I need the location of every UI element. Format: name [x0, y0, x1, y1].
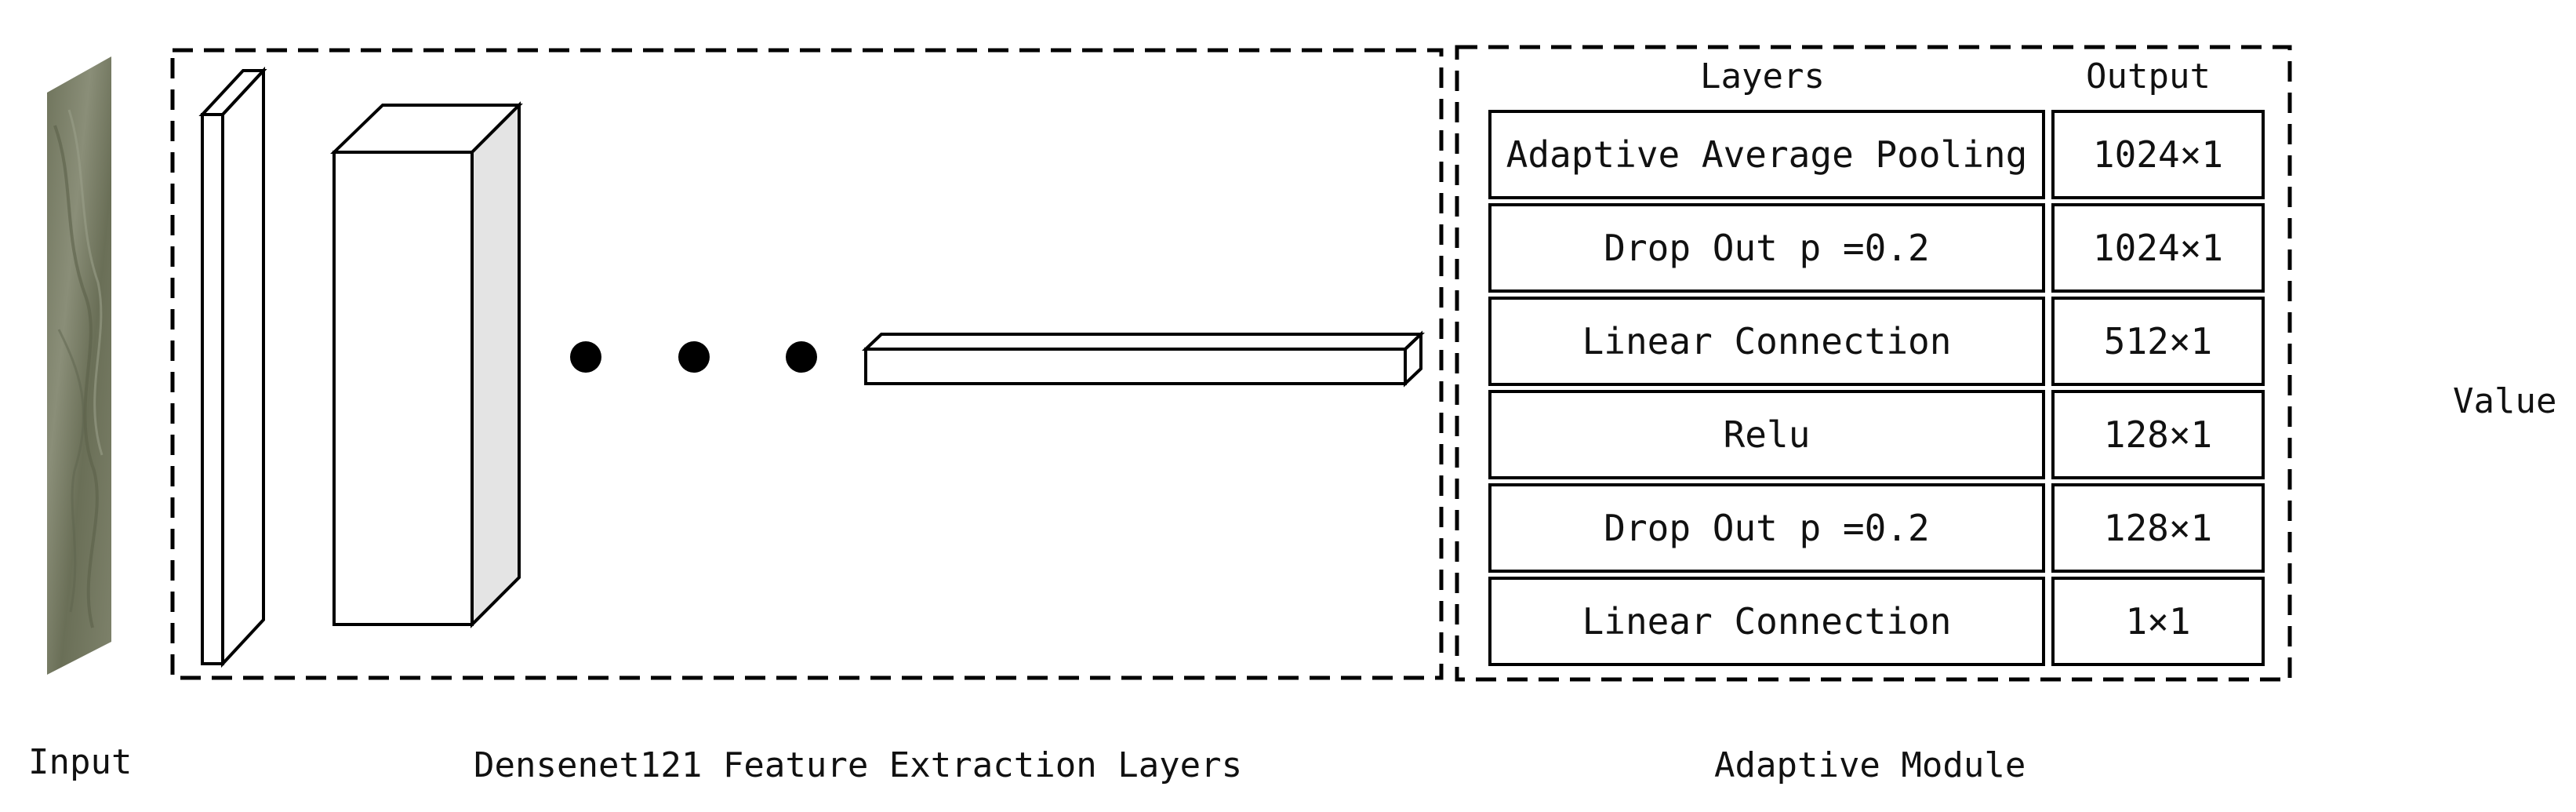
layer-cell: Relu: [1488, 390, 2045, 479]
adaptive-module-label: Adaptive Module: [1714, 745, 2026, 785]
feature-map-thin-slab: [198, 66, 267, 668]
feature-map-block: [330, 101, 523, 628]
layer-cell: Drop Out p =0.2: [1488, 203, 2045, 293]
feature-vector-bar: [861, 330, 1426, 388]
layer-cell: Linear Connection: [1488, 577, 2045, 666]
layer-cell: Adaptive Average Pooling: [1488, 110, 2045, 199]
output-value-label: Value: [2453, 381, 2557, 421]
layer-cell: Drop Out p =0.2: [1488, 483, 2045, 573]
feature-module-label: Densenet121 Feature Extraction Layers: [474, 745, 1243, 785]
table-header-output: Output: [2086, 56, 2211, 96]
layer-cell: Linear Connection: [1488, 297, 2045, 386]
output-cell: 128×1: [2051, 390, 2265, 479]
input-image: [47, 56, 111, 675]
output-cell: 1024×1: [2051, 203, 2265, 293]
adaptive-module-frame: [1455, 45, 2292, 682]
output-cell: 1024×1: [2051, 110, 2265, 199]
output-cell: 128×1: [2051, 483, 2265, 573]
feature-module-frame: [170, 48, 1444, 680]
table-header-layers: Layers: [1700, 56, 1825, 96]
output-cell: 512×1: [2051, 297, 2265, 386]
ellipsis-dot: [786, 341, 817, 373]
output-cell: 1×1: [2051, 577, 2265, 666]
ellipsis-dot: [570, 341, 601, 373]
input-label: Input: [28, 742, 133, 782]
ellipsis-dot: [678, 341, 710, 373]
